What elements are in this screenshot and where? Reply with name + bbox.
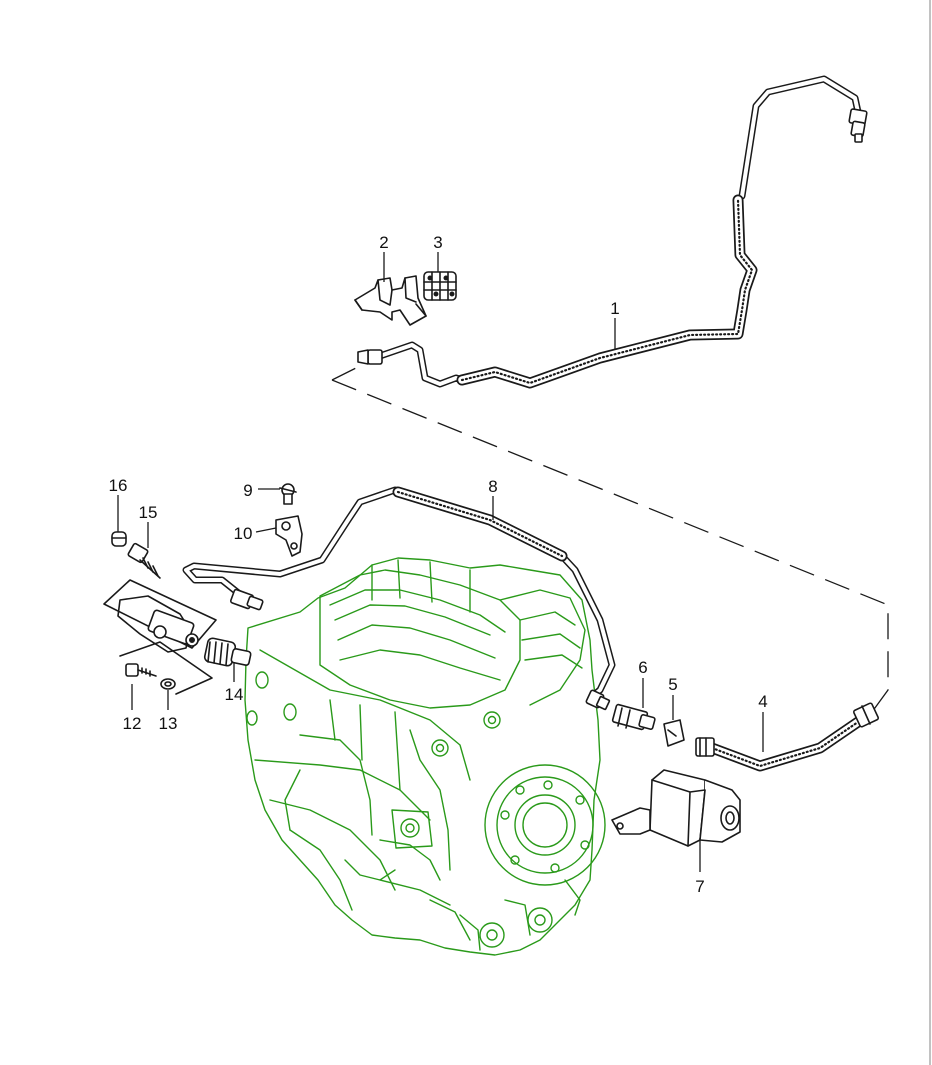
part-8-hydraulic-line bbox=[182, 486, 616, 711]
part-5-retaining-clip bbox=[663, 719, 685, 747]
callout-9: 9 bbox=[243, 481, 252, 500]
callout-10: 10 bbox=[234, 524, 253, 543]
callout-3: 3 bbox=[433, 233, 442, 252]
part-12-bolt bbox=[125, 663, 157, 677]
part-9-bleeder-valve bbox=[279, 483, 297, 505]
part-13-washer bbox=[160, 678, 176, 690]
callout-labels: 1 2 3 4 5 6 7 8 9 10 12 13 14 15 16 bbox=[109, 233, 768, 896]
part-16-dust-cap bbox=[111, 531, 127, 547]
callout-5: 5 bbox=[668, 675, 677, 694]
part-15-bleed-screw bbox=[127, 542, 161, 579]
callout-1: 1 bbox=[610, 299, 619, 318]
part-14-connector-fitting bbox=[203, 637, 252, 667]
part-2-clamp-bracket bbox=[354, 275, 427, 326]
part-10-mounting-bracket bbox=[275, 515, 303, 557]
leader-lines bbox=[117, 252, 764, 872]
transmission-housing bbox=[244, 557, 606, 956]
callout-13: 13 bbox=[159, 714, 178, 733]
part-1-hydraulic-line bbox=[357, 75, 868, 389]
part-6-union-connector bbox=[611, 703, 656, 731]
callout-8: 8 bbox=[488, 477, 497, 496]
part-4-hose bbox=[695, 702, 880, 772]
callout-15: 15 bbox=[139, 503, 158, 522]
callout-14: 14 bbox=[225, 685, 244, 704]
callout-4: 4 bbox=[758, 692, 767, 711]
callout-7: 7 bbox=[695, 877, 704, 896]
callout-16: 16 bbox=[109, 476, 128, 495]
part-clutch-slave-cylinder bbox=[103, 579, 217, 695]
callout-6: 6 bbox=[638, 658, 647, 677]
part-7-cylinder-assembly bbox=[611, 769, 741, 847]
part-3-rubber-grommet bbox=[423, 271, 457, 301]
assembly-reference-line bbox=[331, 367, 889, 713]
callout-12: 12 bbox=[123, 714, 142, 733]
callout-2: 2 bbox=[379, 233, 388, 252]
